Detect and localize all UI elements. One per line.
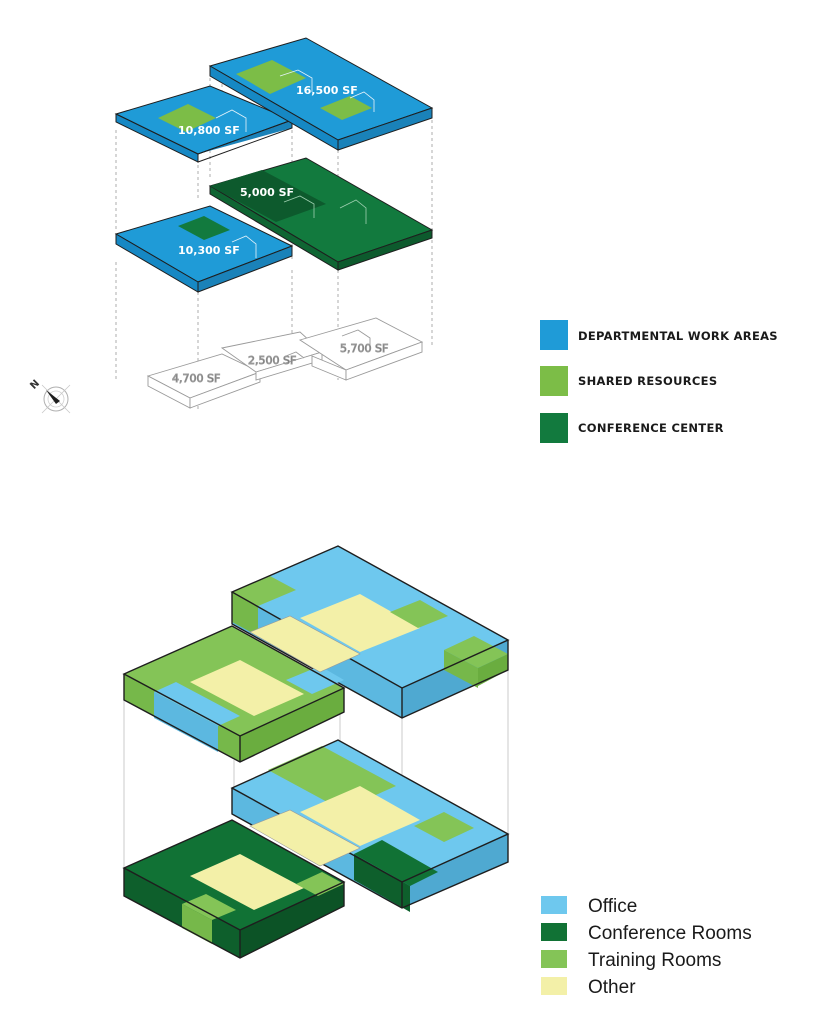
legend-swatch-conference [540, 413, 568, 443]
legend-swatch-shared [540, 366, 568, 396]
legend-label-other: Other [588, 977, 636, 998]
ground-label-center: 2,500 SF [248, 354, 296, 367]
compass-north-label: N [28, 378, 42, 392]
block-label-upper-right: 16,500 SF [296, 84, 358, 97]
block-upper-left: 10,800 SF [114, 85, 294, 163]
block-label-middle-center: 5,000 SF [240, 186, 294, 199]
ground-label-left: 4,700 SF [172, 372, 220, 385]
ground-label-right: 5,700 SF [340, 342, 388, 355]
legend-swatch-training-rooms [541, 950, 567, 968]
block-label-upper-left: 10,800 SF [178, 124, 240, 137]
bottom-program-diagram: Office Conference Rooms Training Rooms O… [122, 545, 752, 998]
legend-label-departmental: DEPARTMENTAL WORK AREAS [578, 329, 778, 343]
block-label-middle-left: 10,300 SF [178, 244, 240, 257]
legend-top: DEPARTMENTAL WORK AREAS SHARED RESOURCES… [540, 320, 778, 443]
block-upper-right: 16,500 SF [208, 37, 434, 151]
block-middle-left: 10,300 SF [114, 205, 294, 293]
legend-swatch-departmental [540, 320, 568, 350]
lower-left-wing [122, 819, 346, 959]
upper-left-wing [122, 625, 346, 763]
legend-label-conference-rooms: Conference Rooms [588, 923, 752, 944]
legend-label-training-rooms: Training Rooms [588, 950, 721, 971]
top-stacking-diagram: 10,800 SF 16,500 SF 5,000 SF [28, 37, 778, 443]
upper-central-link [249, 615, 361, 673]
legend-bottom: Office Conference Rooms Training Rooms O… [541, 896, 752, 998]
ground-floor-outline: 4,700 SF 2,500 SF 5,700 SF [146, 317, 424, 409]
legend-swatch-other [541, 977, 567, 995]
block-middle-center: 5,000 SF [208, 157, 434, 271]
compass-icon: N [28, 378, 71, 414]
legend-swatch-office [541, 896, 567, 914]
lower-floor [122, 739, 510, 959]
upper-floor [122, 545, 510, 763]
legend-swatch-conference-rooms [541, 923, 567, 941]
lower-central-link [249, 809, 361, 867]
legend-label-office: Office [588, 896, 637, 917]
legend-label-shared: SHARED RESOURCES [578, 374, 717, 388]
legend-label-conference: CONFERENCE CENTER [578, 421, 724, 435]
